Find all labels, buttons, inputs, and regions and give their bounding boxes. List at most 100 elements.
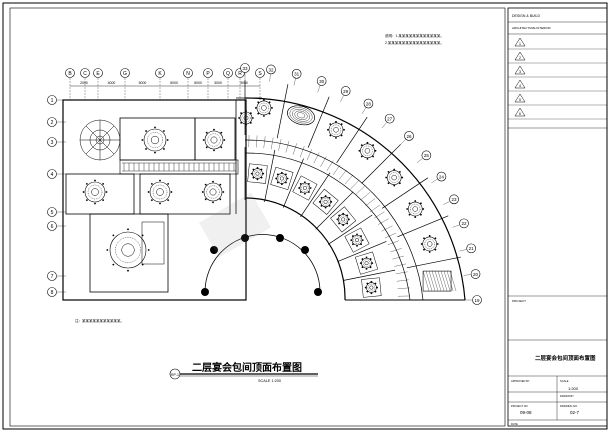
downlight xyxy=(372,144,375,147)
downlight xyxy=(240,121,243,124)
grid-label-top: P xyxy=(206,71,210,77)
downlight xyxy=(340,123,343,125)
dimension-value: 4000 xyxy=(108,81,116,85)
downlight xyxy=(360,144,363,147)
grid-bubble-top xyxy=(183,68,193,78)
downlight xyxy=(145,130,147,132)
grid-bubble-arc xyxy=(384,113,395,124)
grid-line-arc xyxy=(361,107,366,114)
note-line: 说明：1.某某某某某某某某某某某某。 xyxy=(385,33,444,38)
downlight xyxy=(163,130,165,132)
hatch-line xyxy=(440,271,448,292)
grid-label-top: S xyxy=(258,71,262,77)
project-no: 09-08 xyxy=(520,410,532,415)
downlight xyxy=(324,195,327,197)
downlight xyxy=(256,178,259,181)
band-tick xyxy=(332,165,341,175)
ceiling-medallion xyxy=(202,128,226,152)
revision-triangle-icon xyxy=(514,107,526,117)
downlight xyxy=(366,290,369,293)
revision-number: 3 xyxy=(519,70,521,74)
band-tick xyxy=(390,248,402,253)
downlight xyxy=(263,98,265,101)
medallion-ring xyxy=(339,215,347,224)
grid-bubble-top xyxy=(255,68,265,78)
downlight xyxy=(212,201,214,204)
wing-outline xyxy=(62,99,247,301)
scale-field-label: SCALE xyxy=(560,379,569,383)
medallion-inner xyxy=(369,285,374,290)
downlight xyxy=(366,282,369,285)
downlight xyxy=(238,117,241,119)
downlight xyxy=(318,200,321,203)
band-tick xyxy=(397,287,410,289)
coffer-panel xyxy=(247,163,268,184)
ceiling-medallion xyxy=(106,228,150,272)
downlight xyxy=(268,101,271,104)
downlight xyxy=(422,208,425,210)
downlight xyxy=(271,107,273,109)
band-tick xyxy=(278,138,282,151)
room-center-mid xyxy=(139,173,231,215)
grid-label-top: R xyxy=(238,71,242,77)
downlight xyxy=(240,112,243,115)
column xyxy=(210,246,218,254)
grid-label-arc: 21 xyxy=(469,246,475,251)
service-room xyxy=(141,221,165,265)
downlight xyxy=(329,123,332,125)
grid-bubble-arc xyxy=(404,131,414,141)
hatch-line xyxy=(422,271,430,292)
downlight xyxy=(361,258,364,260)
grid-label-arc: 32 xyxy=(268,67,274,72)
band-tick xyxy=(378,218,389,225)
medallion-outer xyxy=(203,182,223,202)
downlight xyxy=(385,176,388,179)
grid-bubble-left xyxy=(47,287,57,297)
ceiling-medallion-arc-inner xyxy=(298,181,312,195)
scale-field-value: 1:200 xyxy=(568,386,579,391)
downlight xyxy=(338,222,341,225)
medallion-ring xyxy=(152,184,168,200)
medallion-ring xyxy=(207,133,221,147)
downlight xyxy=(245,124,247,126)
downlight xyxy=(374,149,377,152)
radial-wall-outer xyxy=(406,256,461,269)
downlight xyxy=(398,182,401,185)
courtyard-columns xyxy=(201,234,322,296)
medallion-inner xyxy=(243,115,249,121)
downlight xyxy=(370,292,373,295)
grid-bubble-arc xyxy=(363,98,374,109)
grid-label-left: 8 xyxy=(51,290,54,296)
downlight xyxy=(141,139,144,141)
hatch-line xyxy=(443,271,451,292)
downlight xyxy=(260,176,263,179)
medallion-ring xyxy=(258,102,270,114)
sheet-name: 二层宴会包间顶面布置图 xyxy=(535,354,596,362)
downlight xyxy=(220,131,223,134)
downlight xyxy=(408,213,411,216)
medallion-ring xyxy=(362,259,371,267)
downlight xyxy=(102,199,105,202)
downlight xyxy=(166,139,169,141)
downlight xyxy=(250,172,253,175)
dimension-value: 2000 xyxy=(80,81,88,85)
grid-line-arc xyxy=(431,179,438,184)
downlight xyxy=(350,239,353,242)
grid-bubble-left xyxy=(47,221,57,231)
hatch-line xyxy=(428,271,436,292)
bottom-note: 注：某某某某某某某某某某某。 xyxy=(75,318,124,323)
downlight xyxy=(356,233,358,236)
downlight xyxy=(320,204,323,207)
spiral-stair xyxy=(79,119,121,161)
downlight xyxy=(112,263,115,266)
radial-wall-inner xyxy=(327,214,373,245)
hatch-line xyxy=(425,271,433,292)
downlight xyxy=(361,266,364,269)
downlight xyxy=(434,248,437,251)
hatched-room-outline xyxy=(422,270,452,292)
grid-bubble-top xyxy=(223,68,233,78)
ceiling-medallion xyxy=(141,126,169,154)
downlight xyxy=(361,239,364,242)
